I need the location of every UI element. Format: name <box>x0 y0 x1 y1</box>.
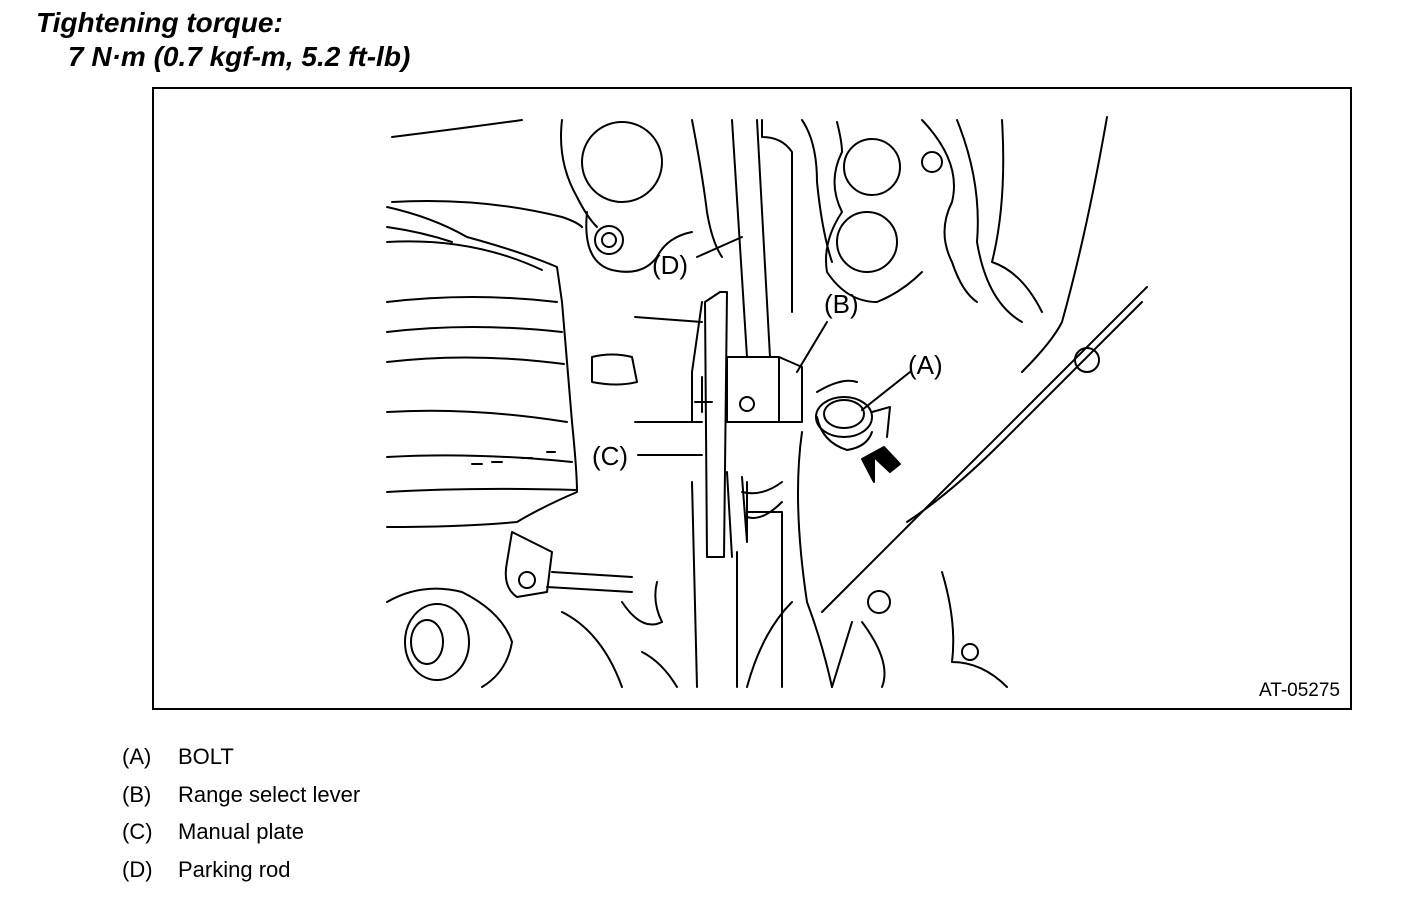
callout-a: (A) <box>908 350 943 380</box>
legend-key: (C) <box>122 819 153 844</box>
legend-item: (A) BOLT <box>122 738 360 776</box>
callout-c: (C) <box>592 441 628 471</box>
torque-heading: Tightening torque: <box>36 7 283 38</box>
bolt-drawing <box>815 379 891 451</box>
housing-outline <box>391 119 1043 323</box>
legend-label: BOLT <box>178 744 234 769</box>
legend-label: Range select lever <box>178 781 361 807</box>
legend: (A) BOLT (B) Range select lever (C) Manu… <box>122 738 360 888</box>
tighten-arrow-icon <box>861 446 901 483</box>
oil-pan-edge <box>821 116 1148 688</box>
legend-key: (D) <box>122 856 153 882</box>
callout-b: (B) <box>824 289 859 319</box>
torque-spec: Tightening torque: 7 N·m (0.7 kgf-m, 5.2… <box>36 6 410 74</box>
figure-id: AT-05275 <box>1259 680 1340 701</box>
figure-frame: (D) (B) (A) (C) AT-05275 <box>152 87 1352 710</box>
legend-item: (B) Range select lever <box>122 776 360 814</box>
legend-item: (D) Parking rod <box>122 851 360 889</box>
legend-key: (B) <box>122 781 152 807</box>
lower-components <box>386 431 886 688</box>
manual-plate-and-lever <box>591 119 803 558</box>
torque-value: 7 N·m (0.7 kgf-m, 5.2 ft-lb) <box>68 41 411 72</box>
legend-label: Parking rod <box>178 856 291 882</box>
legend-item: (C) Manual plate <box>122 813 360 851</box>
callout-d: (D) <box>652 250 688 280</box>
oil-filter <box>386 206 578 528</box>
callout-leaders <box>637 236 911 456</box>
legend-label: Manual plate <box>178 819 304 844</box>
legend-key: (A) <box>122 744 152 769</box>
transmission-line-drawing: (D) (B) (A) (C) <box>386 116 1148 688</box>
